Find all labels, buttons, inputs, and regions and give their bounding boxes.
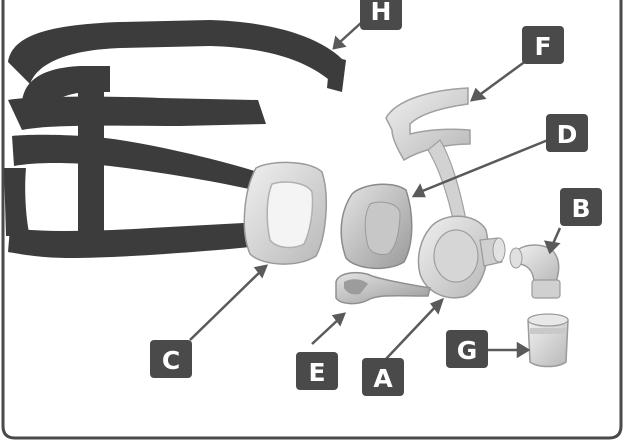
label-d-text: D xyxy=(557,120,578,149)
label-c-text: C xyxy=(162,346,180,375)
label-e: E xyxy=(296,352,338,390)
elbow-part xyxy=(509,244,561,299)
headgear-straps xyxy=(4,20,346,258)
label-h: H xyxy=(360,0,402,30)
cushion-clip-part xyxy=(340,183,413,270)
label-a: A xyxy=(362,358,404,396)
swivel-part xyxy=(527,313,569,368)
label-h-text: H xyxy=(371,0,392,26)
label-f: F xyxy=(522,26,564,64)
pointer-lines xyxy=(189,21,562,361)
label-e-text: E xyxy=(308,358,325,387)
label-f-text: F xyxy=(534,32,551,61)
label-g: G xyxy=(446,330,488,368)
label-b: B xyxy=(560,188,602,226)
label-g-text: G xyxy=(457,336,478,365)
label-b-text: B xyxy=(571,194,590,223)
label-a-text: A xyxy=(373,364,393,393)
cushion-frame-part xyxy=(417,215,506,299)
cushion-part xyxy=(243,161,327,265)
headgear-clip-part xyxy=(335,271,431,305)
label-c: C xyxy=(150,340,192,378)
label-d: D xyxy=(546,114,588,152)
